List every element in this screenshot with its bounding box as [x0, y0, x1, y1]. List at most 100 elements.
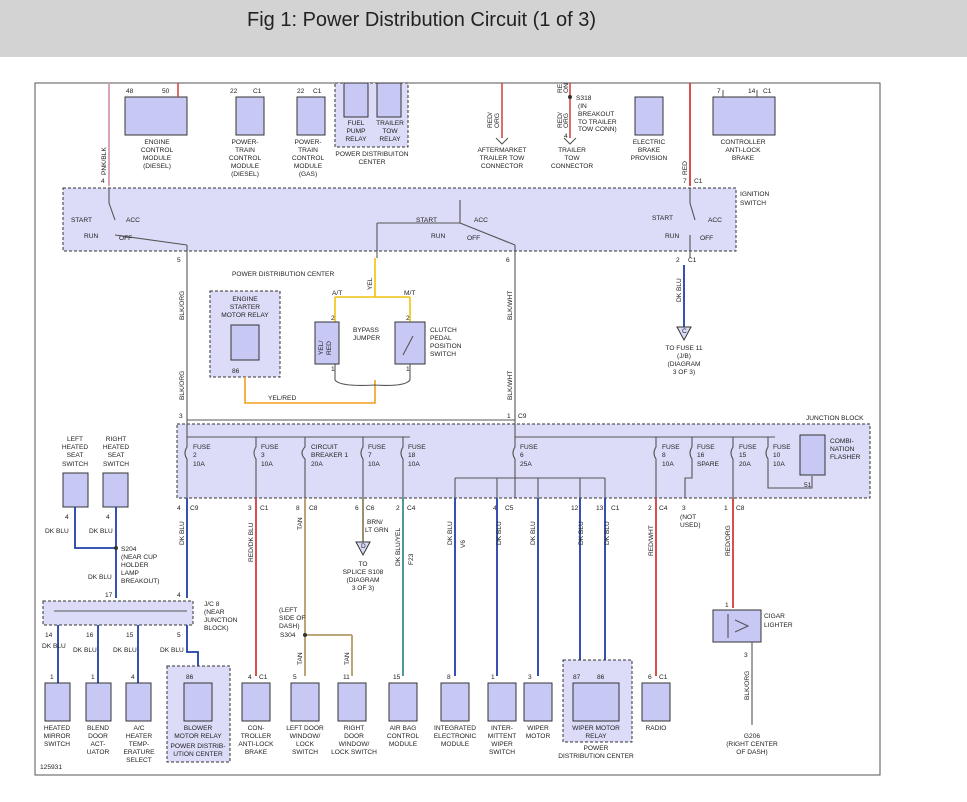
svg-text:2: 2 — [396, 505, 400, 512]
blower-motor-relay: BLOWER MOTOR RELAY POWER DISTRIB- UTION … — [166, 665, 231, 763]
controller-anti-lock-brake-top: 7 14 C1 CONTROLLER ANTI-LOCK BRAKE — [712, 88, 776, 162]
svg-text:2: 2 — [193, 452, 197, 459]
svg-text:20A: 20A — [739, 461, 751, 468]
svg-text:4: 4 — [65, 514, 69, 521]
svg-text:YEL/RED: YEL/RED — [268, 395, 296, 402]
svg-text:7: 7 — [368, 452, 372, 459]
svg-text:CONTROL: CONTROL — [141, 147, 174, 154]
svg-text:16: 16 — [86, 632, 94, 639]
fuse-3: FUSE 3 10A — [253, 437, 279, 498]
svg-text:DK BLU: DK BLU — [676, 278, 683, 302]
svg-text:RED/WHT: RED/WHT — [648, 525, 655, 556]
svg-text:C: C — [682, 328, 687, 335]
svg-text:15: 15 — [739, 452, 747, 459]
svg-text:ACC: ACC — [474, 217, 488, 224]
svg-text:RIGHT: RIGHT — [106, 436, 127, 443]
svg-text:51: 51 — [804, 482, 812, 489]
svg-text:YEL: YEL — [367, 277, 374, 290]
svg-text:ELECTRIC: ELECTRIC — [633, 139, 666, 146]
svg-text:LAMP: LAMP — [121, 570, 140, 577]
svg-text:SPARE: SPARE — [697, 461, 719, 468]
svg-text:DK BLU: DK BLU — [179, 521, 186, 545]
svg-text:TO FUSE 11: TO FUSE 11 — [665, 345, 702, 352]
svg-text:10A: 10A — [773, 461, 785, 468]
svg-text:TOW CONN): TOW CONN) — [578, 126, 617, 133]
svg-text:FUEL: FUEL — [348, 120, 365, 127]
svg-text:LIGHTER: LIGHTER — [764, 622, 793, 629]
svg-text:3: 3 — [248, 505, 252, 512]
heated-mirror-switch: HEATED MIRROR SWITCH — [44, 682, 71, 748]
svg-text:JUNCTION: JUNCTION — [204, 617, 238, 624]
svg-text:IGNITION: IGNITION — [740, 191, 770, 198]
svg-text:POWER-: POWER- — [231, 139, 258, 146]
svg-text:C1: C1 — [259, 674, 268, 681]
svg-text:SWITCH: SWITCH — [489, 749, 515, 756]
svg-text:INTEGRATED: INTEGRATED — [434, 725, 476, 732]
svg-text:14: 14 — [45, 632, 53, 639]
wiper-motor-relay: WIPER MOTOR RELAY POWER DISTRIBUTION CEN… — [558, 659, 634, 760]
svg-text:5: 5 — [293, 674, 297, 681]
svg-text:CONNECTOR: CONNECTOR — [551, 163, 594, 170]
svg-text:DISTRIBUTION CENTER: DISTRIBUTION CENTER — [558, 753, 634, 760]
svg-text:20A: 20A — [311, 461, 323, 468]
svg-text:2: 2 — [676, 257, 680, 264]
svg-text:DK BLU/YEL: DK BLU/YEL — [395, 528, 402, 566]
svg-text:4: 4 — [248, 674, 252, 681]
svg-text:POWER DISTRIBUTION CENTER: POWER DISTRIBUTION CENTER — [232, 271, 334, 278]
svg-text:SWITCH: SWITCH — [62, 461, 88, 468]
svg-text:3: 3 — [744, 652, 748, 659]
right-door-window-lock-switch: RIGHT DOOR WINDOW/ LOCK SWITCH — [331, 682, 377, 756]
svg-text:START: START — [416, 217, 437, 224]
controller-anti-lock-brake: CON- TROLLER ANTI-LOCK BRAKE — [238, 682, 274, 756]
svg-text:1: 1 — [724, 505, 728, 512]
svg-text:TOW: TOW — [382, 128, 398, 135]
svg-text:ORG: ORG — [563, 113, 570, 128]
fuse-16-spare: FUSE 16 SPARE — [684, 437, 719, 498]
svg-text:C4: C4 — [659, 505, 668, 512]
svg-text:MOTOR RELAY: MOTOR RELAY — [174, 733, 222, 740]
powertrain-control-module-gas: 22 C1 POWER- TRAIN CONTROL MODULE (GAS) — [292, 88, 326, 178]
svg-text:8: 8 — [447, 674, 451, 681]
svg-text:3 OF 3): 3 OF 3) — [673, 369, 695, 376]
svg-text:86: 86 — [186, 674, 194, 681]
svg-text:(J/B): (J/B) — [677, 353, 691, 360]
svg-text:BLK/ORG: BLK/ORG — [179, 371, 186, 400]
svg-text:6: 6 — [355, 505, 359, 512]
svg-text:YEL/: YEL/ — [318, 341, 325, 355]
svg-text:RELAY: RELAY — [585, 733, 607, 740]
svg-text:TRAILER: TRAILER — [558, 147, 586, 154]
svg-text:ACC: ACC — [708, 217, 722, 224]
svg-text:(DIESEL): (DIESEL) — [143, 163, 171, 170]
svg-text:BYPASS: BYPASS — [353, 327, 380, 334]
svg-text:(IN: (IN — [578, 103, 587, 110]
svg-text:ENGINE: ENGINE — [232, 296, 258, 303]
svg-text:MOTOR RELAY: MOTOR RELAY — [221, 312, 269, 319]
svg-text:A/T: A/T — [332, 290, 342, 297]
svg-text:ACT-: ACT- — [90, 741, 105, 748]
ac-heater-temperature-select: A/C HEATER TEMP- ERATURE SELECT — [123, 682, 155, 764]
svg-text:MODULE: MODULE — [143, 155, 172, 162]
svg-text:CENTER: CENTER — [358, 159, 385, 166]
svg-text:4: 4 — [177, 592, 181, 599]
svg-text:WIPER MOTOR: WIPER MOTOR — [572, 725, 620, 732]
svg-text:4: 4 — [106, 514, 110, 521]
svg-text:18: 18 — [408, 452, 416, 459]
svg-text:FUSE: FUSE — [193, 444, 211, 451]
svg-text:MODULE: MODULE — [441, 741, 470, 748]
svg-text:TO: TO — [358, 561, 367, 568]
air-bag-control-module: AIR BAG CONTROL MODULE — [387, 682, 419, 748]
svg-text:10A: 10A — [261, 461, 273, 468]
svg-text:1: 1 — [50, 674, 54, 681]
svg-text:RED/ORG: RED/ORG — [725, 525, 732, 556]
svg-text:UTION CENTER: UTION CENTER — [173, 751, 223, 758]
svg-text:6: 6 — [648, 674, 652, 681]
fuse-8: FUSE 8 10A — [653, 437, 680, 498]
svg-text:BLK/ORG: BLK/ORG — [179, 291, 186, 320]
svg-text:C9: C9 — [190, 505, 199, 512]
svg-text:DOOR: DOOR — [88, 733, 108, 740]
svg-text:PROVISION: PROVISION — [631, 155, 668, 162]
svg-text:BLK/WHT: BLK/WHT — [507, 291, 514, 320]
combination-flasher: COMBI- NATION FLASHER 51 — [799, 434, 861, 489]
svg-text:COMBI-: COMBI- — [830, 438, 854, 445]
svg-text:BREAKER 1: BREAKER 1 — [311, 452, 348, 459]
